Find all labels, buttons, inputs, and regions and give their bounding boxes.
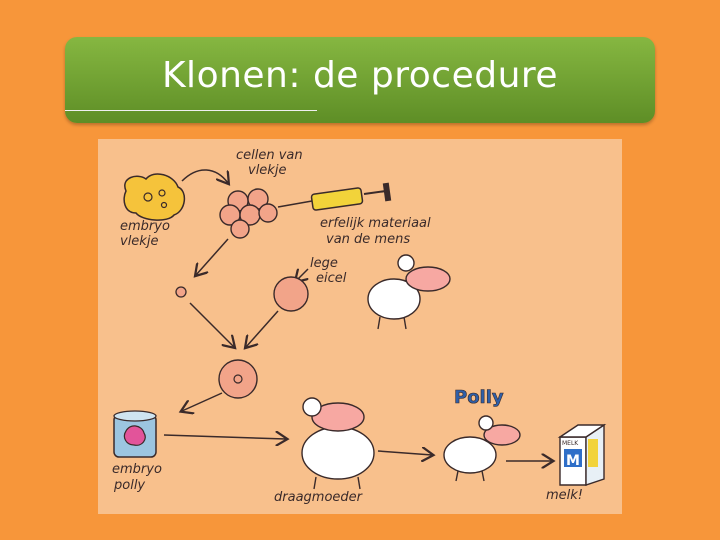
label-cells-2: vlekje (248, 163, 286, 178)
label-milk: melk! (546, 488, 583, 503)
label-empty-egg-2: eicel (316, 271, 347, 286)
arrow-nucleus-to-merge (189, 302, 234, 347)
cloning-diagram: embryo vlekje cellen van vlekje erfelijk… (98, 139, 622, 514)
label-surrogate: draagmoeder (274, 490, 364, 505)
label-embryo-polly-1: embryo (112, 462, 162, 477)
embryo-jar-icon (113, 410, 157, 458)
slide-title: Klonen: de procedure (161, 55, 559, 96)
label-polly: Polly (454, 387, 504, 408)
arrow-blob-to-cells (181, 169, 228, 183)
label-embryo-vlekje-1: embryo (120, 219, 170, 234)
label-hereditary-2: van de mens (326, 232, 410, 247)
merged-egg-nucleus (233, 374, 243, 384)
arrow-jar-to-surrogate (163, 435, 286, 439)
milk-carton-icon (557, 423, 607, 486)
carton-brand: MELK (562, 440, 579, 447)
syringe-icon (277, 182, 392, 211)
nucleus-dot (175, 286, 187, 298)
empty-egg-cell (273, 276, 309, 312)
surrogate-sheep-icon (301, 397, 375, 490)
label-hereditary-1: erfelijk materiaal (320, 216, 431, 231)
title-bar: Klonen: de procedure (65, 37, 655, 123)
label-empty-egg-1: lege (310, 256, 338, 271)
embryo-vlekje-icon (123, 173, 186, 221)
diagram-canvas: embryo vlekje cellen van vlekje erfelijk… (112, 148, 607, 505)
cell-cluster-icon (219, 188, 278, 239)
arrow-egg-to-merge (246, 310, 279, 347)
polly-lamb-icon (443, 415, 521, 482)
sheep-egg-donor-icon (367, 254, 451, 330)
label-embryo-vlekje-2: vlekje (120, 234, 158, 249)
label-cells-1: cellen van (236, 148, 303, 163)
arrow-cells-to-nucleus (196, 238, 229, 275)
label-embryo-polly-2: polly (113, 478, 145, 493)
title-underline (65, 110, 317, 111)
arrow-surrogate-to-polly (377, 451, 432, 455)
carton-letter: M (566, 453, 580, 469)
arrow-egg-to-jar (182, 392, 223, 411)
